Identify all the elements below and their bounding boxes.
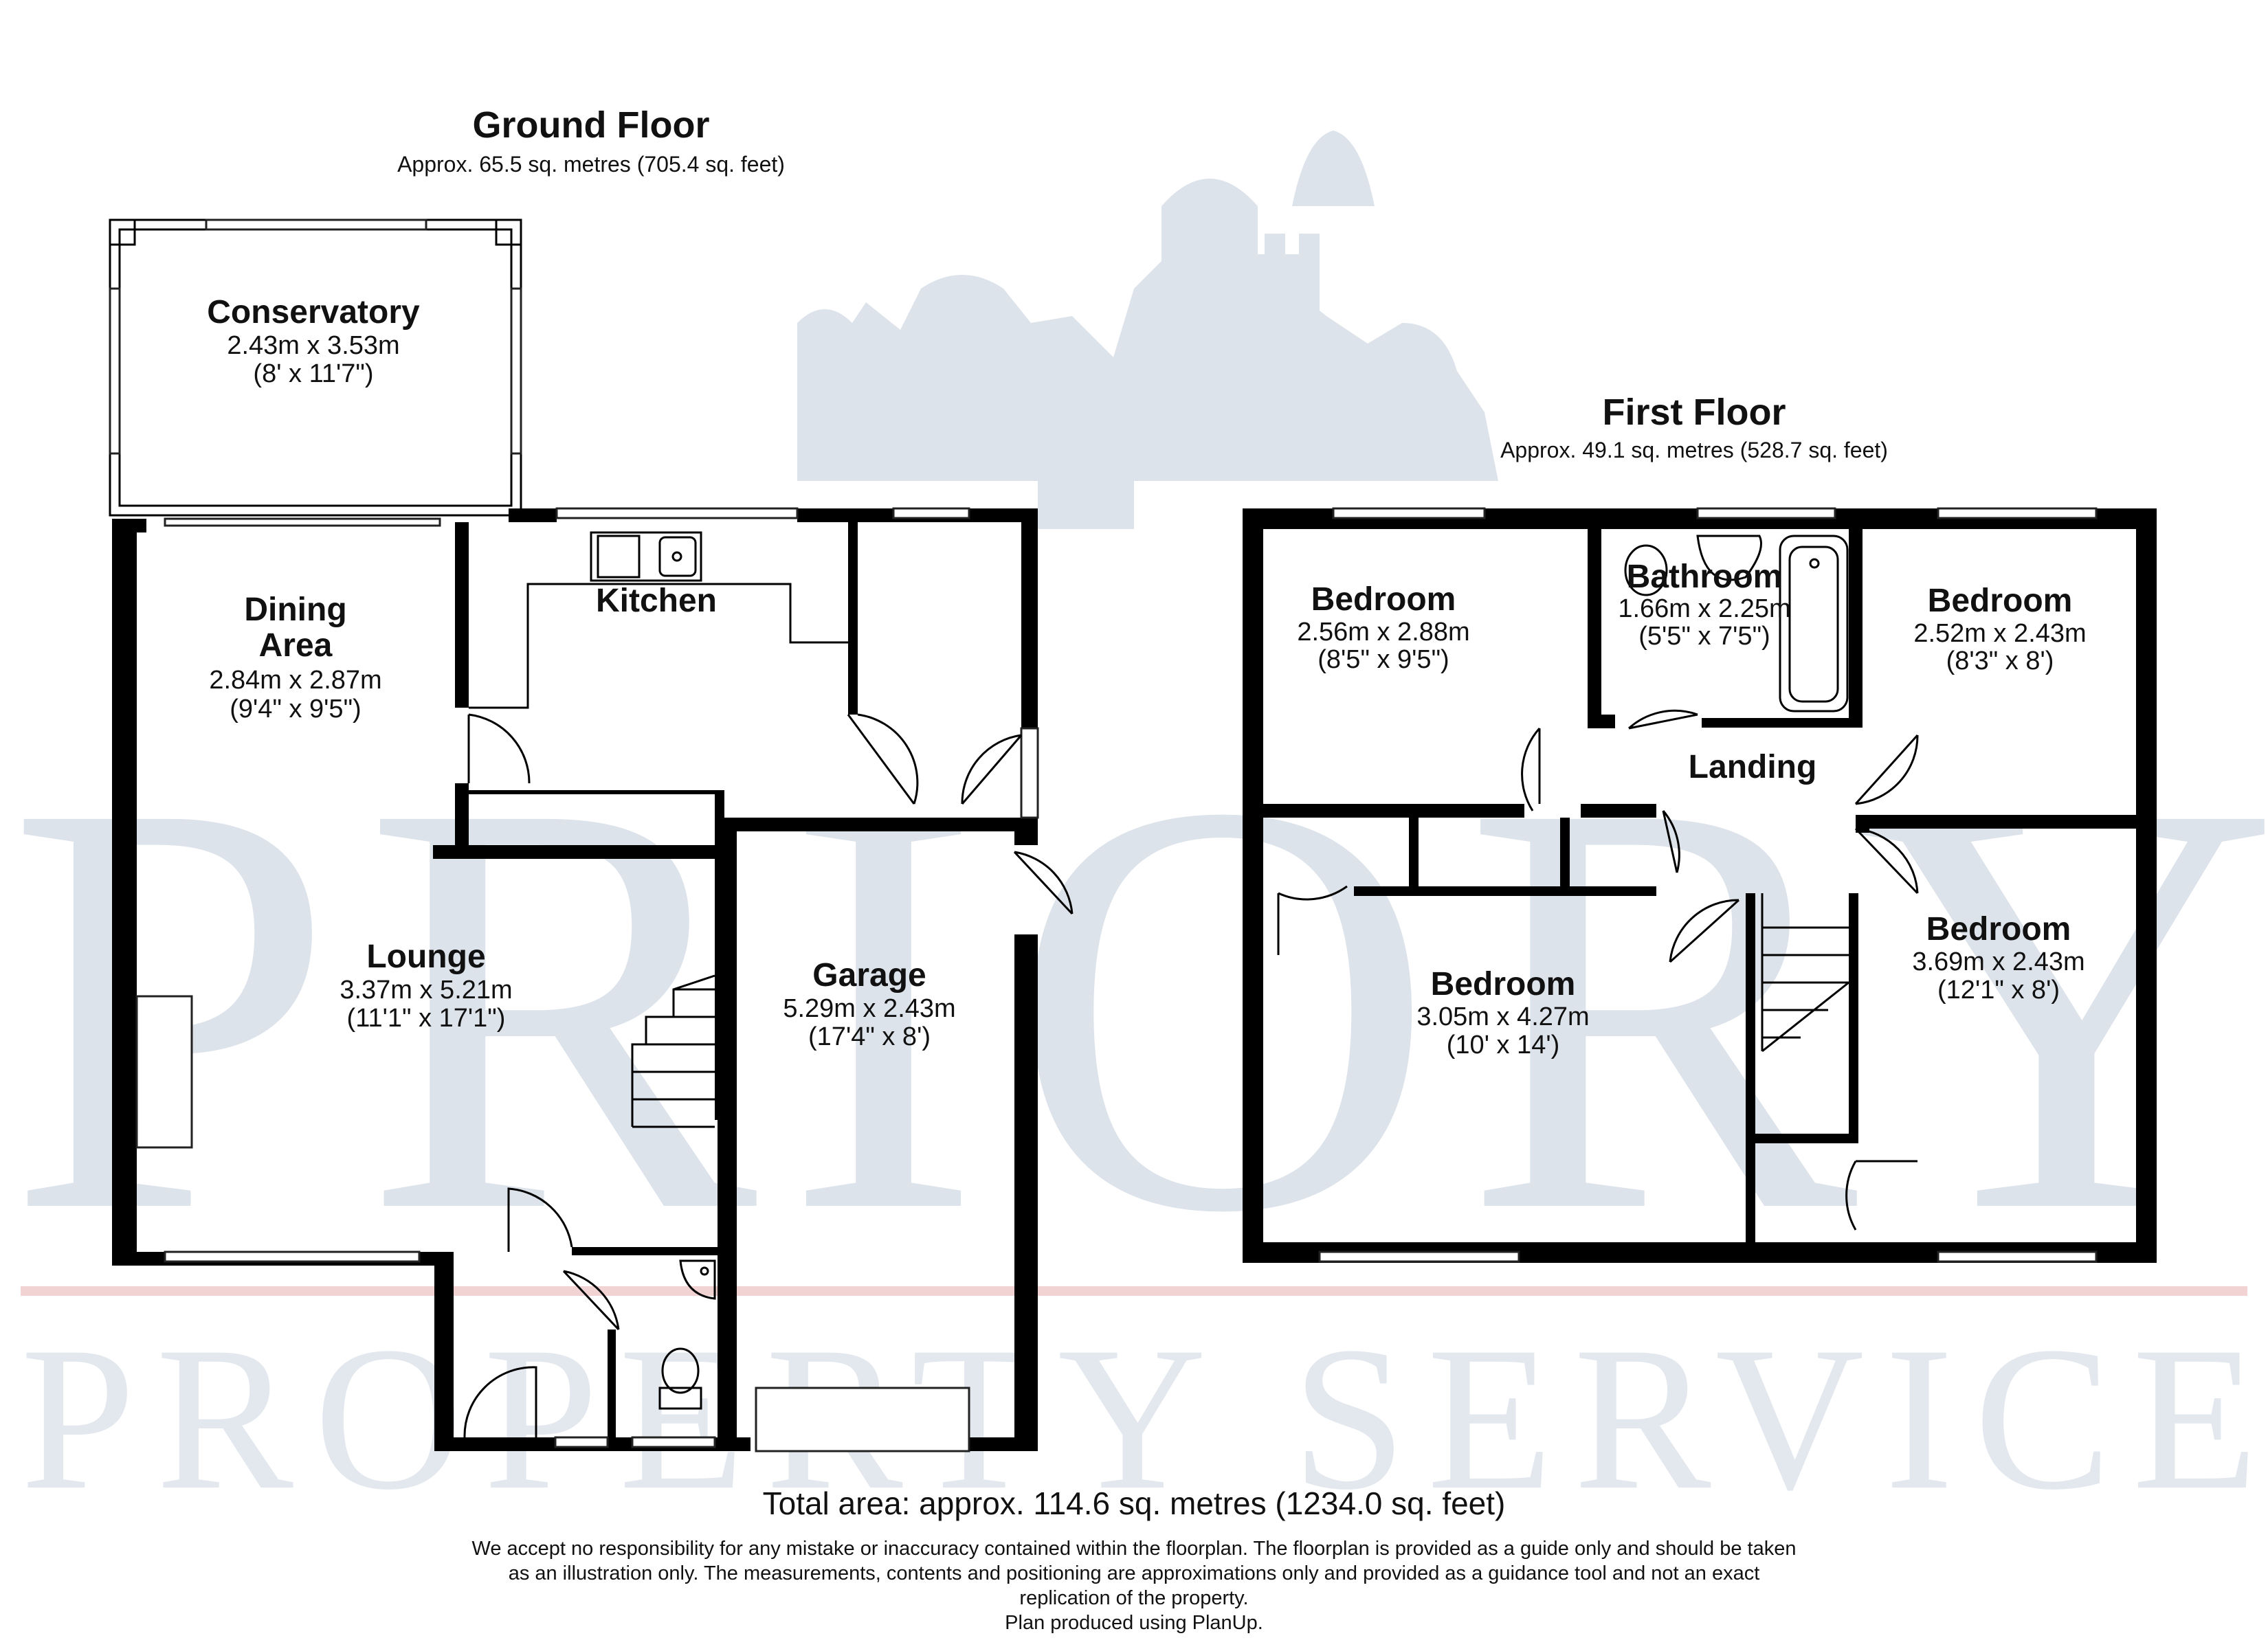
room-dimensions-metric: 2.43m x 3.53m — [227, 331, 399, 360]
room-bedroom-front-left: Bedroom 2.56m x 2.88m (8'5" x 9'5") — [1297, 581, 1469, 674]
room-name: Landing — [1689, 749, 1817, 785]
room-dimensions-metric: 1.66m x 2.25m — [1618, 594, 1790, 623]
room-dimensions-imperial: (12'1" x 8') — [1937, 976, 2060, 1005]
ground-interior-walls — [433, 522, 858, 1437]
room-bedroom-rear-right: Bedroom 3.69m x 2.43m (12'1" x 8') — [1912, 911, 2084, 1005]
first-floor-plan — [1243, 507, 2157, 1263]
room-name: Bedroom — [1311, 581, 1456, 618]
room-dimensions-metric: 3.05m x 4.27m — [1416, 1002, 1589, 1031]
first-floor-area: Approx. 49.1 sq. metres (528.7 sq. feet) — [1500, 438, 1888, 462]
first-floor-title: First Floor — [1603, 392, 1786, 433]
room-bedroom-front-right: Bedroom 2.52m x 2.43m (8'3" x 8') — [1913, 583, 2086, 675]
total-area: Total area: approx. 114.6 sq. metres (12… — [763, 1485, 1506, 1521]
conservatory-frame — [109, 218, 522, 517]
room-dimensions-metric: 5.29m x 2.43m — [783, 994, 955, 1023]
disclaimer-line: We accept no responsibility for any mist… — [472, 1538, 1797, 1560]
ground-stairs — [631, 974, 715, 1128]
wc-fittings — [658, 1259, 716, 1410]
first-windows — [1318, 507, 2098, 1263]
watermark: PRIORY PROPERTY SERVICES — [7, 131, 2268, 1532]
room-name: Bedroom — [1928, 583, 2073, 619]
room-dimensions-imperial: (8' x 11'7") — [253, 359, 373, 388]
watermark-brand: PRIORY — [7, 680, 2268, 1334]
disclaimer: We accept no responsibility for any mist… — [472, 1538, 1797, 1634]
disclaimer-line: replication of the property. — [1019, 1587, 1248, 1609]
room-dimensions-imperial: (8'3" x 8') — [1946, 647, 2054, 675]
room-dimensions-metric: 3.37m x 5.21m — [340, 976, 512, 1005]
room-dimensions-imperial: (5'5" x 7'5") — [1638, 622, 1770, 651]
room-landing: Landing — [1689, 749, 1817, 785]
room-name: Lounge — [366, 939, 485, 975]
ground-floor-title: Ground Floor — [473, 104, 710, 146]
first-stairs — [1761, 893, 1849, 1053]
room-bedroom-rear-left: Bedroom 3.05m x 4.27m (10' x 14') — [1416, 966, 1589, 1059]
castle-logo — [797, 131, 1498, 529]
room-name: Conservatory — [207, 294, 420, 330]
kitchen-fittings — [469, 531, 848, 709]
watermark-subtitle: PROPERTY SERVICES — [21, 1304, 2268, 1532]
room-dining-area: Dining Area 2.84m x 2.87m (9'4" x 9'5") — [209, 592, 381, 723]
disclaimer-line: as an illustration only. The measurement… — [509, 1562, 1760, 1584]
room-name: Dining — [244, 592, 346, 628]
ground-doors — [463, 713, 1074, 1438]
room-name: Bedroom — [1926, 911, 2071, 947]
watermark-divider — [21, 1286, 2247, 1296]
room-bathroom: Bathroom 1.66m x 2.25m (5'5" x 7'5") — [1618, 559, 1790, 651]
first-doors — [1277, 709, 1919, 1231]
room-dimensions-metric: 3.69m x 2.43m — [1912, 947, 2084, 976]
room-dimensions-imperial: (10' x 14') — [1447, 1031, 1559, 1059]
room-dimensions-imperial: (9'4" x 9'5") — [230, 695, 361, 723]
room-lounge: Lounge 3.37m x 5.21m (11'1" x 17'1") — [340, 939, 512, 1033]
room-dimensions-imperial: (8'5" x 9'5") — [1318, 645, 1449, 674]
room-conservatory: Conservatory 2.43m x 3.53m (8' x 11'7") — [207, 294, 420, 388]
bathroom-fittings — [1624, 535, 1849, 713]
room-dimensions-metric: 2.56m x 2.88m — [1297, 618, 1469, 647]
room-name: Bedroom — [1431, 966, 1576, 1002]
room-garage: Garage 5.29m x 2.43m (17'4" x 8') — [783, 957, 955, 1051]
first-interior-walls — [1263, 529, 2136, 1242]
ground-floor-plan — [109, 218, 1074, 1452]
room-name: Kitchen — [596, 583, 717, 619]
room-kitchen: Kitchen — [596, 583, 717, 619]
ground-floor-area: Approx. 65.5 sq. metres (705.4 sq. feet) — [397, 152, 785, 177]
room-dimensions-metric: 2.84m x 2.87m — [209, 666, 381, 695]
room-name: Bathroom — [1627, 559, 1783, 595]
ground-windows — [135, 507, 1039, 1452]
room-name: Garage — [812, 957, 926, 994]
room-name-line2: Area — [259, 627, 333, 664]
room-dimensions-imperial: (17'4" x 8') — [808, 1022, 931, 1051]
disclaimer-line: Plan produced using PlanUp. — [1005, 1612, 1263, 1634]
room-dimensions-imperial: (11'1" x 17'1") — [347, 1004, 506, 1033]
room-dimensions-metric: 2.52m x 2.43m — [1913, 619, 2086, 648]
